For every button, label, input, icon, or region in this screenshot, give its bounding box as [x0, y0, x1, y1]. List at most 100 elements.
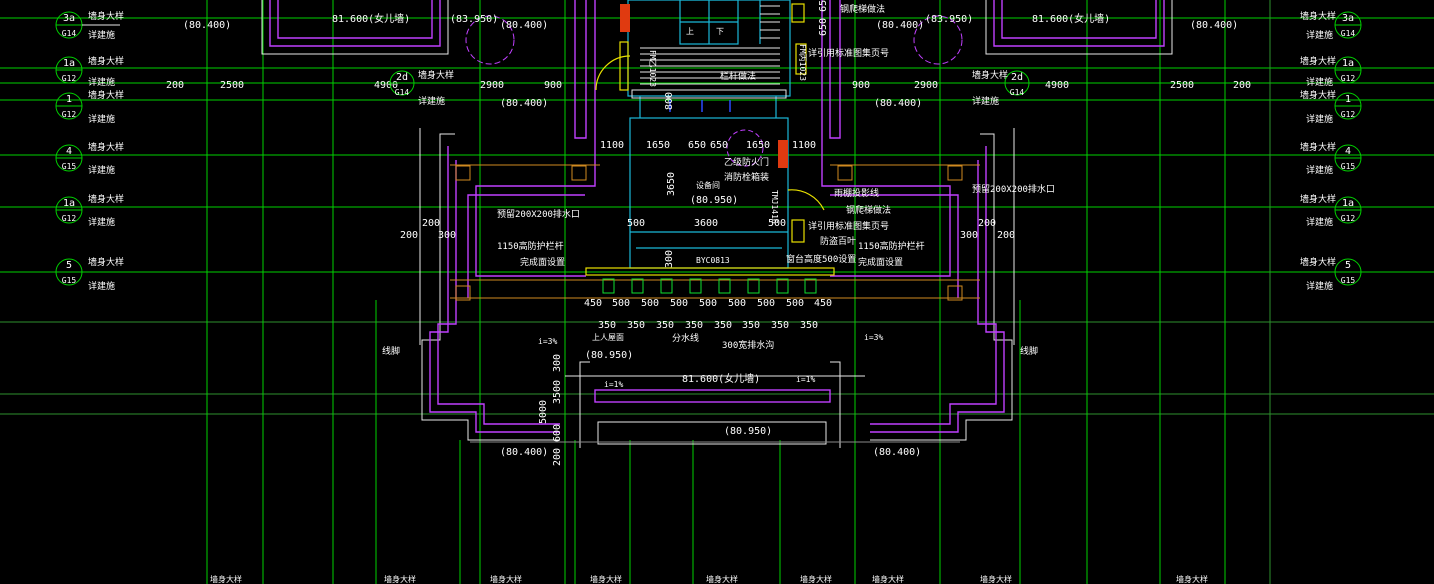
- tag-label-bottom: 详建施: [88, 29, 115, 41]
- dim: 2500: [1170, 80, 1194, 91]
- right-tag-5: 1a G12 墙身大样 详建施: [1300, 193, 1362, 228]
- left-tag-4: 4 G15 墙身大样 详建施: [55, 141, 124, 176]
- bottom-label: 墙身大样: [384, 574, 416, 584]
- left-wing-walls: [261, 0, 596, 448]
- note-guardrail-left: 1150高防护栏杆: [497, 240, 564, 252]
- dim: 500: [768, 218, 786, 229]
- dim: 200: [166, 80, 184, 91]
- dim: 500: [641, 298, 659, 309]
- tag-label-bottom: 详建施: [88, 76, 115, 88]
- elevation-83950-right: (83.950): [925, 14, 973, 25]
- tag-sheet: G15: [1341, 162, 1356, 171]
- dim: 350: [598, 320, 616, 331]
- right-tag-6: 5 G15 墙身大样 详建施: [1300, 256, 1362, 292]
- dim: 200: [997, 230, 1015, 241]
- tag-sheet: G12: [62, 110, 77, 119]
- tag-label-top: 墙身大样: [88, 10, 124, 22]
- dim: 500: [627, 218, 645, 229]
- note-slope-center-2: i=1%: [796, 375, 815, 384]
- tag-label-bottom: 详建施: [1306, 280, 1333, 292]
- tag-sheet: G14: [395, 88, 410, 97]
- tag-number: 2d: [1011, 72, 1023, 83]
- tag-sheet: G15: [62, 162, 77, 171]
- left-tag-2: 1a G12 墙身大样 详建施: [55, 55, 124, 88]
- tag-number: 3a: [1342, 13, 1354, 24]
- dim-vertical: 300: [664, 250, 675, 268]
- note-standard-atlas-top: 详引用标准图集页号: [808, 47, 889, 59]
- tag-label-top: 墙身大样: [88, 141, 124, 153]
- note-fire-door: 乙级防火门: [724, 156, 769, 168]
- note-moulding-left: 线脚: [382, 345, 400, 357]
- elevation-80400-br: (80.400): [873, 447, 921, 458]
- tag-label-top: 墙身大样: [1300, 10, 1336, 22]
- tag-label-bottom: 详建施: [418, 95, 445, 107]
- dim: 350: [771, 320, 789, 331]
- note-standard-atlas: 详引用标准图集页号: [808, 220, 889, 232]
- tag-number: 3a: [63, 13, 75, 24]
- dim: 500: [728, 298, 746, 309]
- tag-label-top: 墙身大样: [418, 69, 454, 81]
- dim: 1100: [792, 140, 816, 151]
- tag-sheet: G12: [1341, 110, 1356, 119]
- tag-sheet: G14: [1010, 88, 1025, 97]
- note-canopy: 雨棚投影线: [834, 187, 879, 199]
- elevation-80950-terrace: (80.950): [585, 350, 633, 361]
- note-gutter: 300宽排水沟: [722, 339, 774, 351]
- note-rail-detail: 栏杆做法: [720, 70, 756, 82]
- dim-vertical: 600: [552, 424, 563, 442]
- note-window-byc: BYC0813: [696, 256, 730, 265]
- dim: 500: [786, 298, 804, 309]
- note-finish-left: 完成面设置: [520, 256, 565, 268]
- elevation-labels: (80.400) (80.400) 81.600(女儿墙) 81.600(女儿墙…: [183, 12, 1238, 458]
- elevation-80400-b: (80.400): [876, 20, 924, 31]
- parapet-elevation-left: 81.600(女儿墙): [332, 12, 410, 25]
- dim: 350: [627, 320, 645, 331]
- left-tag-1: 3a G14 墙身大样 详建施: [55, 10, 124, 41]
- tag-number: 4: [66, 146, 72, 157]
- tag-label-top: 墙身大样: [1300, 89, 1336, 101]
- dim: 350: [742, 320, 760, 331]
- left-tag-3: 1 G12 墙身大样 详建施: [55, 89, 124, 125]
- tag-sheet: G14: [62, 29, 77, 38]
- lower-parapet: [470, 375, 960, 445]
- tag-number: 4: [1345, 146, 1351, 157]
- tag-number: 2d: [396, 72, 408, 83]
- hydrant-box-lower: [778, 140, 788, 168]
- right-wing-walls: [821, 0, 1173, 448]
- bottom-label: 墙身大样: [490, 574, 522, 584]
- elevation-80400-bl: (80.400): [500, 447, 548, 458]
- dim: 900: [852, 80, 870, 91]
- tag-label-bottom: 详建施: [1306, 76, 1333, 88]
- note-drain-left: 预留200X200排水口: [497, 208, 580, 220]
- tag-sheet: G12: [1341, 74, 1356, 83]
- left-tag-6: 5 G15 墙身大样 详建施: [55, 256, 124, 292]
- dim-vertical: 3650: [666, 172, 677, 196]
- bottom-label: 墙身大样: [706, 574, 738, 584]
- note-slope-center-1: i=1%: [604, 380, 623, 389]
- left-tag-5: 1a G12 墙身大样 详建施: [55, 193, 124, 228]
- dim: 300: [960, 230, 978, 241]
- note-moulding-right: 线脚: [1020, 345, 1038, 357]
- tag-label-top: 墙身大样: [1300, 256, 1336, 268]
- tag-sheet: G12: [62, 214, 77, 223]
- elevation-top-left: (80.400): [183, 20, 231, 31]
- note-sill-height: 窗台高度500设置: [786, 253, 856, 265]
- dim: 200: [400, 230, 418, 241]
- elevation-80400-a: (80.400): [500, 20, 548, 31]
- dim: 900: [544, 80, 562, 91]
- right-tag-3: 1 G12 墙身大样 详建施: [1300, 89, 1362, 125]
- dim: 4900: [374, 80, 398, 91]
- annotation-notes: 预留200X200排水口 预留200X200排水口 1150高防护栏杆 1150…: [382, 3, 1055, 389]
- elevation-80950-core: (80.950): [690, 195, 738, 206]
- parapet-elevation-center: 81.600(女儿墙): [682, 372, 760, 385]
- tag-number: 1: [1345, 94, 1351, 105]
- note-window-tmj: TMJ1416: [770, 190, 779, 224]
- right-tag-4: 4 G15 墙身大样 详建施: [1300, 141, 1362, 176]
- note-slope-right: i=3%: [864, 333, 883, 342]
- dim: 350: [656, 320, 674, 331]
- dim-vertical: 3500: [552, 380, 563, 404]
- dim-vertical: 650 65: [818, 0, 829, 36]
- tag-number: 5: [66, 260, 72, 271]
- note-slope-left: i=3%: [538, 337, 557, 346]
- right-tag-1: 3a G14 墙身大样 详建施: [1300, 10, 1362, 41]
